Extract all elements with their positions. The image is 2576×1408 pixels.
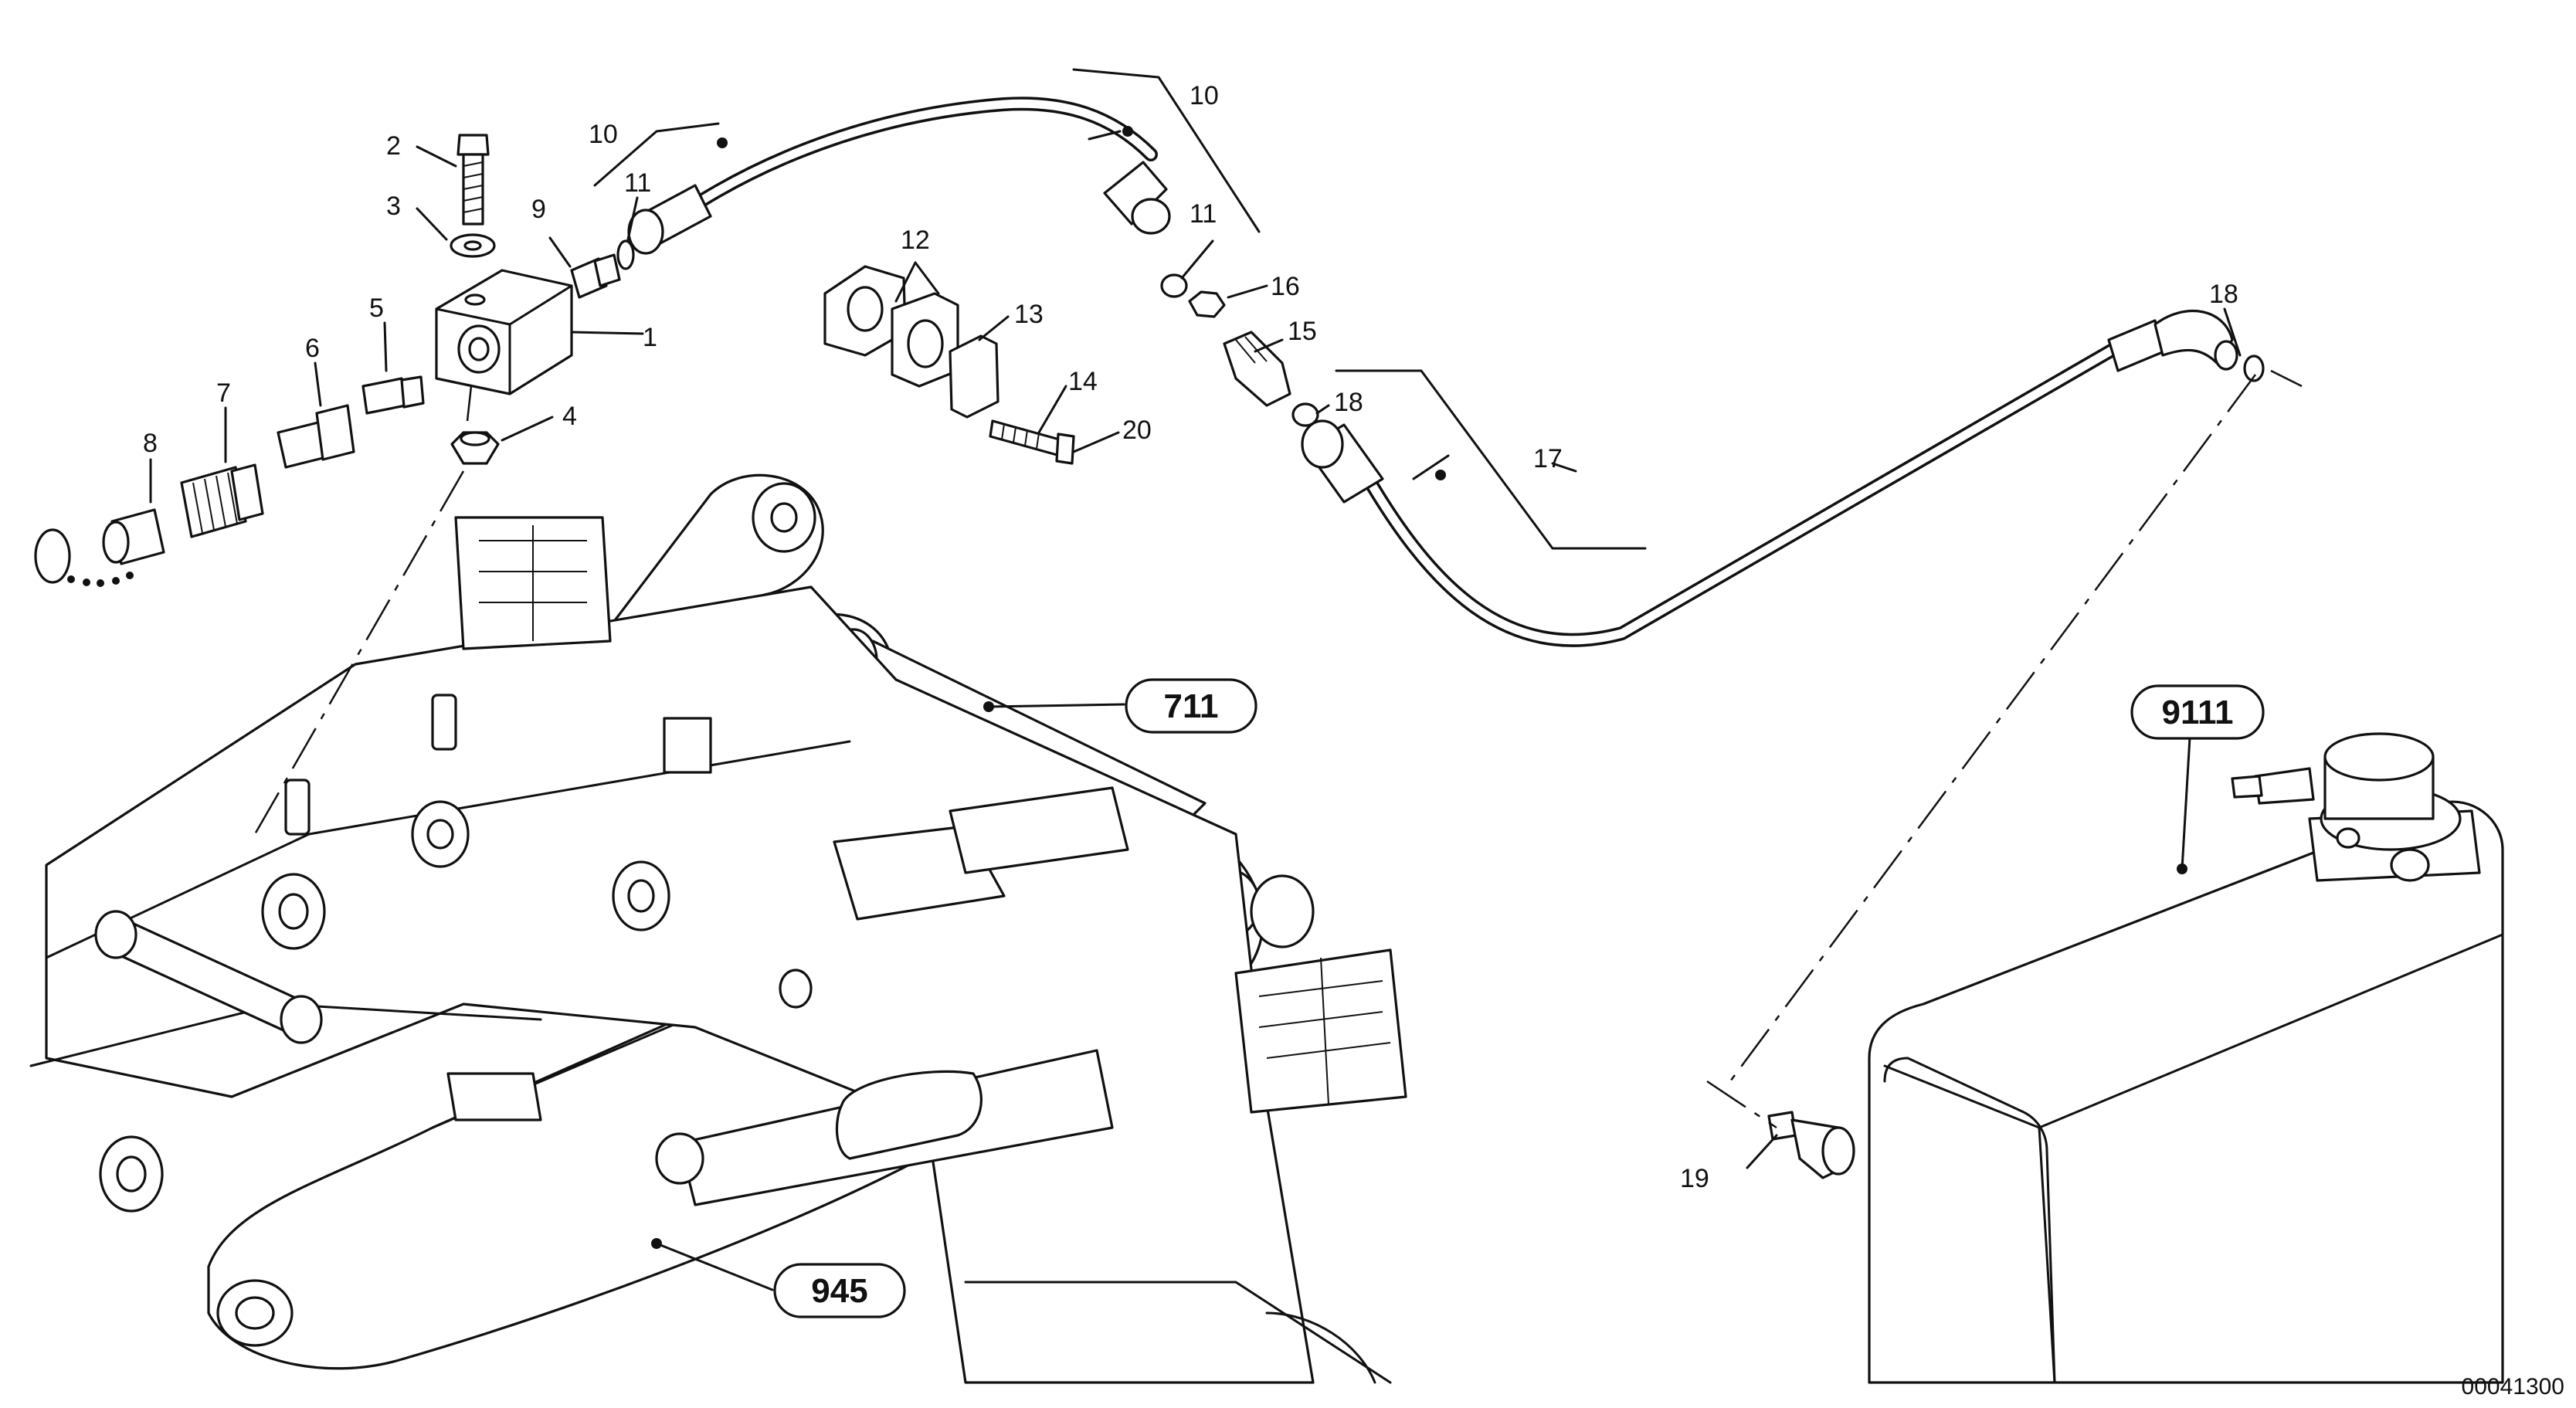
part-label-12: 12 [901,226,930,255]
part-label-11: 11 [1190,199,1217,229]
part-label-10: 10 [1190,81,1219,110]
part-labels: 1 2 3 4 5 6 7 8 9 10 10 11 11 12 13 14 1… [143,81,2238,1193]
part-label-15: 15 [1288,317,1317,346]
document-number: 00041300 [2462,1374,2564,1400]
loader-frame-drawing [29,473,1407,1384]
leader-lines [149,68,2303,1291]
part-label-19: 19 [1680,1164,1709,1193]
hoses-drawing [627,97,2238,647]
part-label-4: 4 [562,402,577,431]
part-label-9: 9 [531,195,546,224]
reference-label: 9111 [2161,694,2233,731]
part-label-1: 1 [643,323,657,352]
part-label-13: 13 [1014,300,1044,329]
part-label-3: 3 [386,192,401,221]
reference-callout-711: 711 [1125,678,1257,734]
part-label-5: 5 [369,293,384,323]
part-label-7: 7 [216,378,231,408]
reference-callout-9111: 9111 [2130,684,2265,740]
part-label-14: 14 [1068,367,1098,396]
part-label-16: 16 [1271,272,1300,301]
reference-label: 711 [1164,687,1219,725]
part-label-8: 8 [143,429,158,458]
part-label-11: 11 [624,168,651,198]
part-label-6: 6 [305,334,320,363]
reference-label: 945 [811,1272,867,1310]
fuel-tank-drawing [1868,732,2504,1384]
reference-callout-945: 945 [773,1263,906,1318]
part-label-17: 17 [1533,444,1563,473]
part-label-18: 18 [2209,280,2238,309]
fittings-drawing [34,134,2265,1179]
part-label-18: 18 [1334,388,1363,417]
part-label-2: 2 [386,131,401,161]
part-label-20: 20 [1122,416,1152,445]
part-label-10: 10 [589,120,618,149]
